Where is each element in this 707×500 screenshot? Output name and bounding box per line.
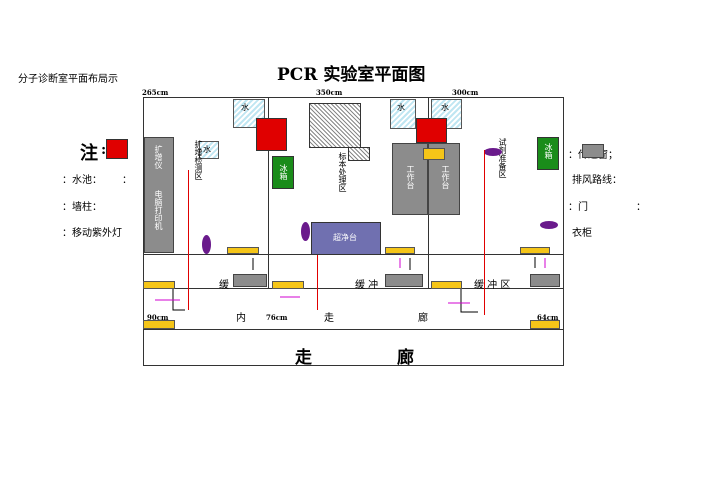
specimen-zone-label: 标本处理区 bbox=[338, 152, 347, 192]
wardrobe-right bbox=[530, 274, 560, 287]
uv-lamp-right-bottom bbox=[540, 221, 558, 229]
buffer-divider-2 bbox=[428, 254, 429, 288]
printer-label: 电脑打印机 bbox=[154, 190, 163, 230]
fridge-right bbox=[537, 137, 559, 170]
dim-300: 300cm bbox=[452, 88, 479, 97]
dim-64: 64cm bbox=[537, 313, 559, 322]
legend-exhaust: 排风路线： bbox=[572, 175, 622, 186]
exhaust-arrow-mid bbox=[317, 255, 318, 310]
legend-door-colon: ： bbox=[636, 202, 646, 213]
exhaust-arrow-right bbox=[484, 150, 485, 315]
water-sink-mid-left-label: 水 bbox=[241, 103, 249, 112]
water-sink-right-label: 水 bbox=[441, 103, 449, 112]
water-sink-left bbox=[199, 141, 219, 159]
floor-plan bbox=[143, 97, 564, 366]
caption: 分子诊断室平面布局示 bbox=[18, 74, 118, 85]
fridge-left bbox=[272, 156, 294, 189]
wall-column-small bbox=[348, 147, 370, 161]
door-buffer-mid-right bbox=[431, 281, 462, 289]
inner-corridor-label-3: 廊 bbox=[418, 313, 428, 324]
workbench-1-label: 工作台 bbox=[406, 165, 415, 189]
door-corridor-right bbox=[530, 320, 560, 329]
inner-corridor-bottom-wall bbox=[143, 329, 564, 330]
buffer-divider-1 bbox=[268, 254, 269, 288]
legend-note: 注 bbox=[80, 143, 98, 164]
fridge-left-label: 冰箱 bbox=[279, 164, 288, 180]
legend-note-colon: : bbox=[101, 142, 107, 158]
buffer-label-2: 缓 冲 bbox=[355, 280, 379, 291]
door-corridor-left bbox=[143, 320, 175, 329]
legend-water-pool: ：水池： bbox=[62, 175, 102, 186]
legend-wardrobe: 衣柜 bbox=[572, 228, 592, 239]
legend-red-swatch bbox=[106, 139, 128, 159]
arrow-black-1 bbox=[172, 289, 185, 311]
door-left-room bbox=[227, 247, 259, 254]
door-workbench bbox=[423, 148, 445, 160]
wardrobe-left bbox=[233, 274, 267, 287]
water-sink-mid-right-label: 水 bbox=[397, 103, 405, 112]
arrow-black-4 bbox=[460, 289, 478, 313]
pass-window-right[interactable] bbox=[416, 118, 447, 143]
door-right-room bbox=[520, 247, 550, 254]
page-title: PCR 实验室平面图 bbox=[277, 65, 426, 85]
buffer-label-3: 缓 冲 区 bbox=[474, 280, 511, 291]
outer-corridor-label-1: 走 bbox=[295, 348, 312, 368]
buffer-label-1: 缓 bbox=[219, 280, 229, 291]
amplifier-label: 扩增仪 bbox=[154, 145, 163, 169]
dim-350: 350cm bbox=[316, 88, 343, 97]
clean-bench bbox=[311, 222, 381, 255]
legend-wall-column: ：墙柱： bbox=[62, 202, 102, 213]
door-mid-room bbox=[385, 247, 415, 254]
buffer-bottom-wall bbox=[143, 288, 564, 289]
legend-uv-lamp: ：移动紫外灯 bbox=[62, 228, 122, 239]
amp-detect-zone-label: 扩增检测区 bbox=[194, 140, 203, 180]
room-divider-1 bbox=[268, 97, 269, 254]
inner-corridor-label-2: 走 bbox=[324, 313, 334, 324]
legend-door: ：门 bbox=[568, 202, 588, 213]
wall-column-mid bbox=[309, 103, 361, 148]
pass-window-left[interactable] bbox=[256, 118, 287, 151]
door-buffer-left bbox=[143, 281, 175, 289]
fridge-right-label: 冰箱 bbox=[544, 143, 553, 159]
wardrobe-mid bbox=[385, 274, 423, 287]
exhaust-arrow-left bbox=[188, 170, 189, 310]
amplifier-bench bbox=[144, 137, 174, 253]
clean-bench-label: 超净台 bbox=[333, 233, 357, 242]
legend-gray-swatch bbox=[582, 144, 604, 158]
water-sink-mid-right bbox=[390, 99, 416, 129]
outer-corridor-label-2: 廊 bbox=[397, 348, 414, 368]
inner-corridor-label-1: 内 bbox=[236, 313, 246, 324]
door-buffer-mid-left bbox=[272, 281, 304, 289]
uv-lamp-right-top bbox=[484, 148, 502, 156]
legend-water-colon: ： bbox=[122, 175, 132, 186]
uv-lamp-left bbox=[202, 235, 211, 254]
dim-90: 90cm bbox=[147, 313, 169, 322]
workbench-1 bbox=[392, 143, 428, 215]
dim-265: 265cm bbox=[142, 88, 169, 97]
workbench-2-label: 工作台 bbox=[441, 165, 450, 189]
uv-lamp-mid bbox=[301, 222, 310, 241]
reagent-zone-label: 试剂准备区 bbox=[498, 138, 507, 178]
dim-76: 76cm bbox=[266, 313, 288, 322]
water-sink-left-label: 水 bbox=[203, 145, 211, 154]
